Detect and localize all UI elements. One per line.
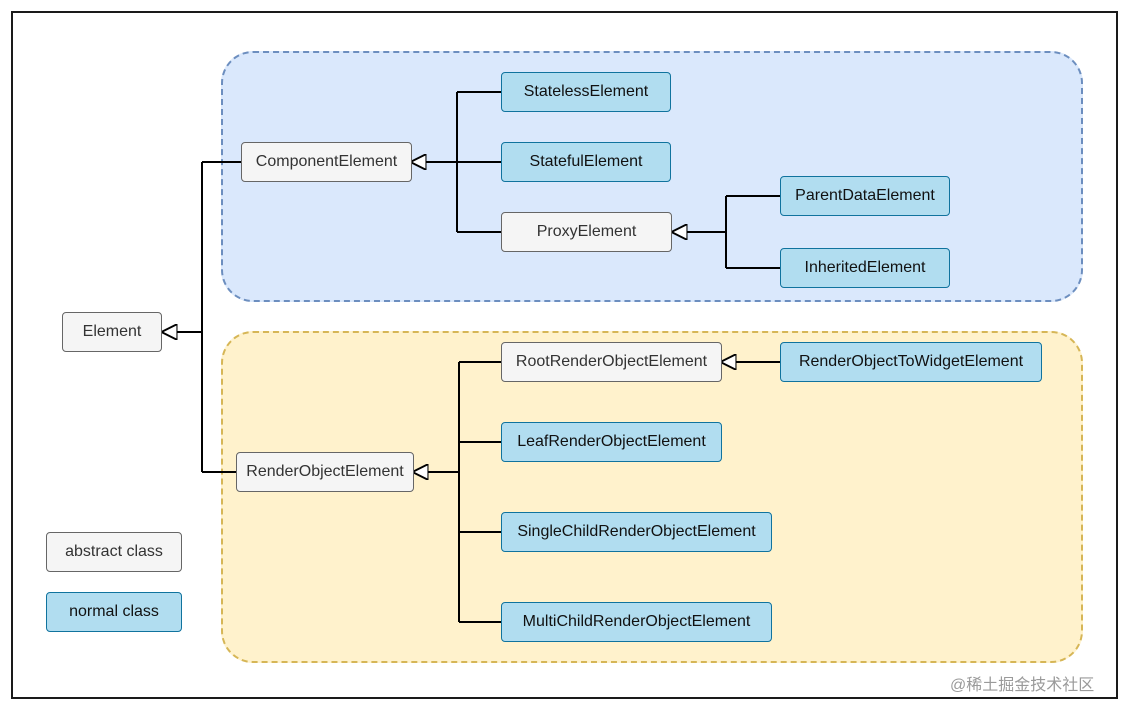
watermark: @稀土掘金技术社区 bbox=[950, 677, 1095, 694]
node-component-element: ComponentElement bbox=[241, 142, 412, 182]
node-single-child-render-object-element: SingleChildRenderObjectElement bbox=[501, 512, 772, 552]
diagram-frame bbox=[11, 11, 1118, 699]
node-proxy-element: ProxyElement bbox=[501, 212, 672, 252]
node-render-object-to-widget-element: RenderObjectToWidgetElement bbox=[780, 342, 1042, 382]
node-render-object-element: RenderObjectElement bbox=[236, 452, 414, 492]
node-inherited-element: InheritedElement bbox=[780, 248, 950, 288]
node-element: Element bbox=[62, 312, 162, 352]
node-parent-data-element: ParentDataElement bbox=[780, 176, 950, 216]
legend-abstract-class: abstract class bbox=[46, 532, 182, 572]
node-stateless-element: StatelessElement bbox=[501, 72, 671, 112]
node-root-render-object-element: RootRenderObjectElement bbox=[501, 342, 722, 382]
node-leaf-render-object-element: LeafRenderObjectElement bbox=[501, 422, 722, 462]
legend-normal-class: normal class bbox=[46, 592, 182, 632]
node-stateful-element: StatefulElement bbox=[501, 142, 671, 182]
node-multi-child-render-object-element: MultiChildRenderObjectElement bbox=[501, 602, 772, 642]
